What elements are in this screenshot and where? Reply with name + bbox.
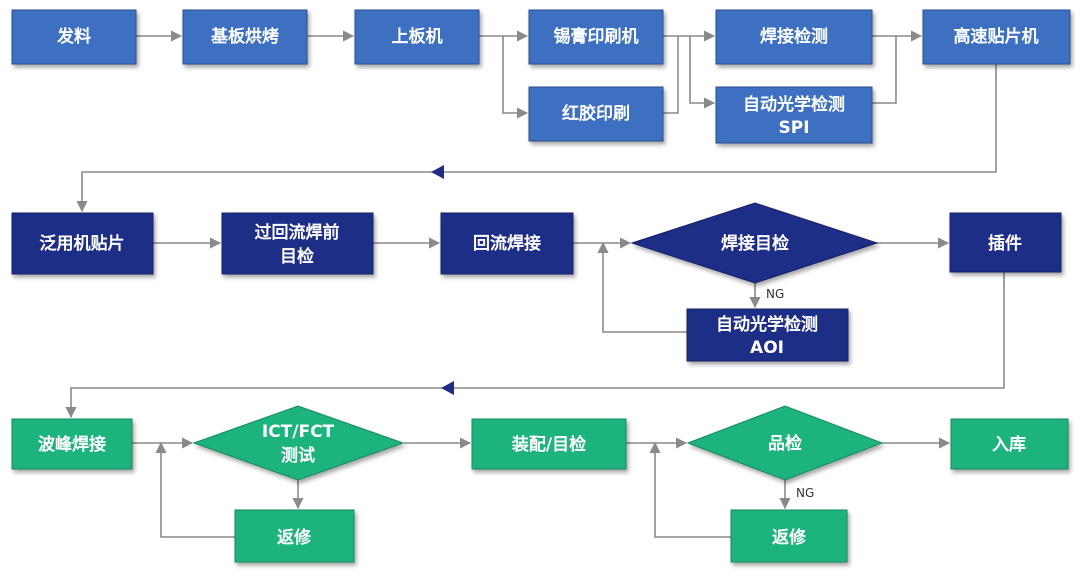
node-reflow-soldering[interactable]: 回流焊接: [440, 212, 574, 275]
node-substrate-bake[interactable]: 基板烘烤: [182, 9, 308, 65]
ng-label-row3: NG: [796, 486, 814, 500]
row-3: 波峰焊接 ICT/FCT 测试 返修 装配/目检 品检 返修 入库: [11, 405, 1069, 563]
row-2: 泛用机贴片 过回流焊前 目检 回流焊接 焊接目检 自动光学检测 AOI 插件: [11, 202, 1062, 362]
node-pre-reflow-inspection-label-line2: 目检: [280, 246, 314, 267]
node-feed-label: 发料: [56, 26, 91, 47]
node-general-mounter-label: 泛用机贴片: [40, 233, 125, 254]
node-wave-soldering-label: 波峰焊接: [38, 434, 106, 455]
node-rework-qc[interactable]: 返修: [730, 509, 848, 563]
node-weld-inspection[interactable]: 焊接检测: [715, 9, 873, 65]
node-weld-inspection-label: 焊接检测: [760, 26, 828, 47]
node-reflow-soldering-label: 回流焊接: [473, 233, 541, 254]
edge-row2-to-row3: [65, 272, 1005, 419]
node-assembly-inspection-label: 装配/目检: [511, 434, 586, 455]
edge-redglue-merge: [663, 36, 679, 114]
node-rework-test-label: 返修: [277, 527, 312, 548]
node-wave-soldering[interactable]: 波峰焊接: [11, 418, 133, 470]
direction-marker-row1: [431, 165, 444, 179]
node-high-speed-mounter-label: 高速贴片机: [954, 26, 1039, 47]
node-warehousing[interactable]: 入库: [950, 418, 1069, 470]
edge-paste-to-spi: [689, 36, 716, 109]
node-spi-label-line1: 自动光学检测: [743, 94, 845, 115]
direction-marker-row2: [441, 381, 454, 395]
edge-spi-to-mounter: [872, 36, 897, 104]
node-red-glue-printing-label: 红胶印刷: [562, 103, 630, 124]
node-solder-visual-check[interactable]: 焊接目检: [630, 202, 879, 284]
node-aoi-label-line1: 自动光学检测: [716, 314, 818, 335]
edge-row1-to-row2: [76, 64, 997, 213]
node-solder-visual-check-label: 焊接目检: [721, 233, 789, 254]
node-assembly-inspection[interactable]: 装配/目检: [471, 418, 627, 470]
ng-label-row2: NG: [766, 287, 784, 301]
node-insertion-label: 插件: [988, 233, 1022, 254]
node-aoi[interactable]: 自动光学检测 AOI: [686, 308, 849, 362]
node-quality-check-label: 品检: [768, 433, 802, 454]
edge-rework-test-loop: [155, 441, 235, 538]
node-warehousing-label: 入库: [992, 434, 1026, 455]
node-ict-fct-label-line2: 测试: [281, 445, 315, 466]
edge-aoi-loop: [597, 241, 687, 333]
node-high-speed-mounter[interactable]: 高速贴片机: [922, 9, 1071, 65]
node-ict-fct-test[interactable]: ICT/FCT 测试: [192, 405, 405, 481]
node-pre-reflow-inspection[interactable]: 过回流焊前 目检: [221, 212, 374, 275]
node-rework-qc-label: 返修: [772, 527, 807, 548]
node-spi[interactable]: 自动光学检测 SPI: [715, 86, 873, 144]
edge-loader-to-red-glue: [502, 36, 529, 119]
node-red-glue-printing[interactable]: 红胶印刷: [528, 86, 664, 142]
edge-rework-qc-loop: [649, 441, 731, 538]
node-board-loader-label: 上板机: [392, 26, 443, 47]
node-substrate-bake-label: 基板烘烤: [210, 26, 279, 47]
node-general-mounter[interactable]: 泛用机贴片: [11, 212, 154, 275]
node-feed[interactable]: 发料: [11, 9, 137, 65]
node-board-loader[interactable]: 上板机: [354, 9, 480, 65]
node-pre-reflow-inspection-label-line1: 过回流焊前: [255, 222, 340, 243]
node-rework-test[interactable]: 返修: [234, 509, 355, 563]
node-insertion[interactable]: 插件: [949, 212, 1062, 273]
node-spi-label-line2: SPI: [778, 118, 809, 138]
row-1: 发料 基板烘烤 上板机 锡膏印刷机 红胶印刷 焊接检测 自动光学检测 SPI: [11, 9, 1071, 144]
node-ict-fct-label-line1: ICT/FCT: [262, 422, 335, 442]
node-solder-paste-printer-label: 锡膏印刷机: [554, 26, 639, 47]
node-solder-paste-printer[interactable]: 锡膏印刷机: [528, 9, 664, 65]
node-aoi-label-line2: AOI: [750, 338, 784, 358]
node-quality-check[interactable]: 品检: [686, 405, 884, 481]
connectors: [65, 30, 1005, 538]
